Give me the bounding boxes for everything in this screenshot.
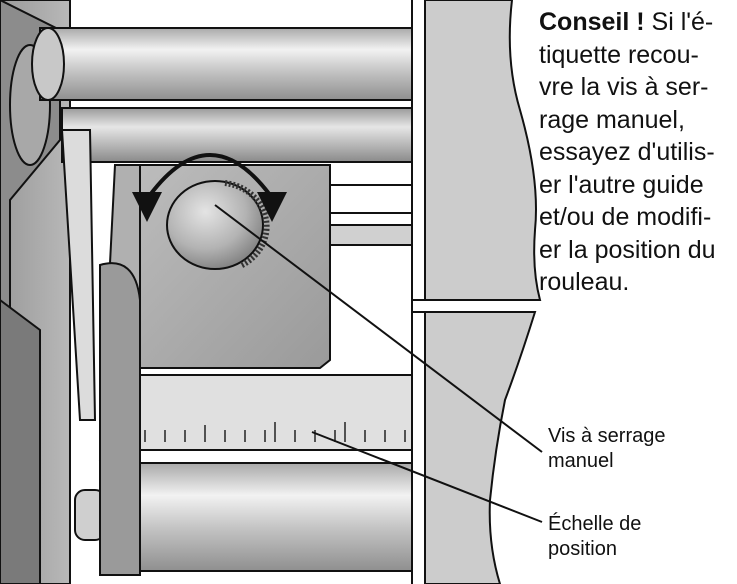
position-scale <box>124 374 413 451</box>
scale-leader-line <box>311 431 543 523</box>
callout-position-scale: Échelle de position <box>548 512 708 562</box>
guide-arm <box>99 262 141 576</box>
tip-text: Conseil ! Si l'é- tiquette recou- vre la… <box>539 6 737 299</box>
tip-prefix: Conseil ! <box>539 8 645 36</box>
tip-line-4: rage manuel, <box>539 105 685 134</box>
tip-line-8: er la position du <box>539 235 716 264</box>
callout-manual-screw-line-2: manuel <box>548 450 614 472</box>
tip-line-7: et/ou de modifi- <box>539 203 712 231</box>
callout-manual-screw: Vis à serrage manuel <box>548 424 708 474</box>
printer-frame <box>0 0 71 584</box>
rotation-arrow <box>132 153 287 222</box>
manual-tightening-screw <box>166 180 270 270</box>
callout-manual-screw-line-1: Vis à serrage <box>548 425 666 447</box>
tip-line-9: rouleau. <box>539 268 630 296</box>
right-cover-panel <box>411 0 542 584</box>
second-rod <box>61 107 413 163</box>
tip-line-2: tiquette recou- <box>539 40 699 69</box>
knob-leader-line <box>214 204 543 453</box>
tip-line-3: vre la vis à ser- <box>539 73 709 101</box>
callout-position-scale-line-2: position <box>548 538 617 560</box>
tip-line-5: essayez d'utilis- <box>539 138 715 166</box>
tip-line-1: Si l'é- <box>644 8 714 36</box>
callout-position-scale-line-1: Échelle de <box>548 513 642 535</box>
top-rod <box>31 27 413 101</box>
tip-line-6: er l'autre guide <box>539 170 704 199</box>
